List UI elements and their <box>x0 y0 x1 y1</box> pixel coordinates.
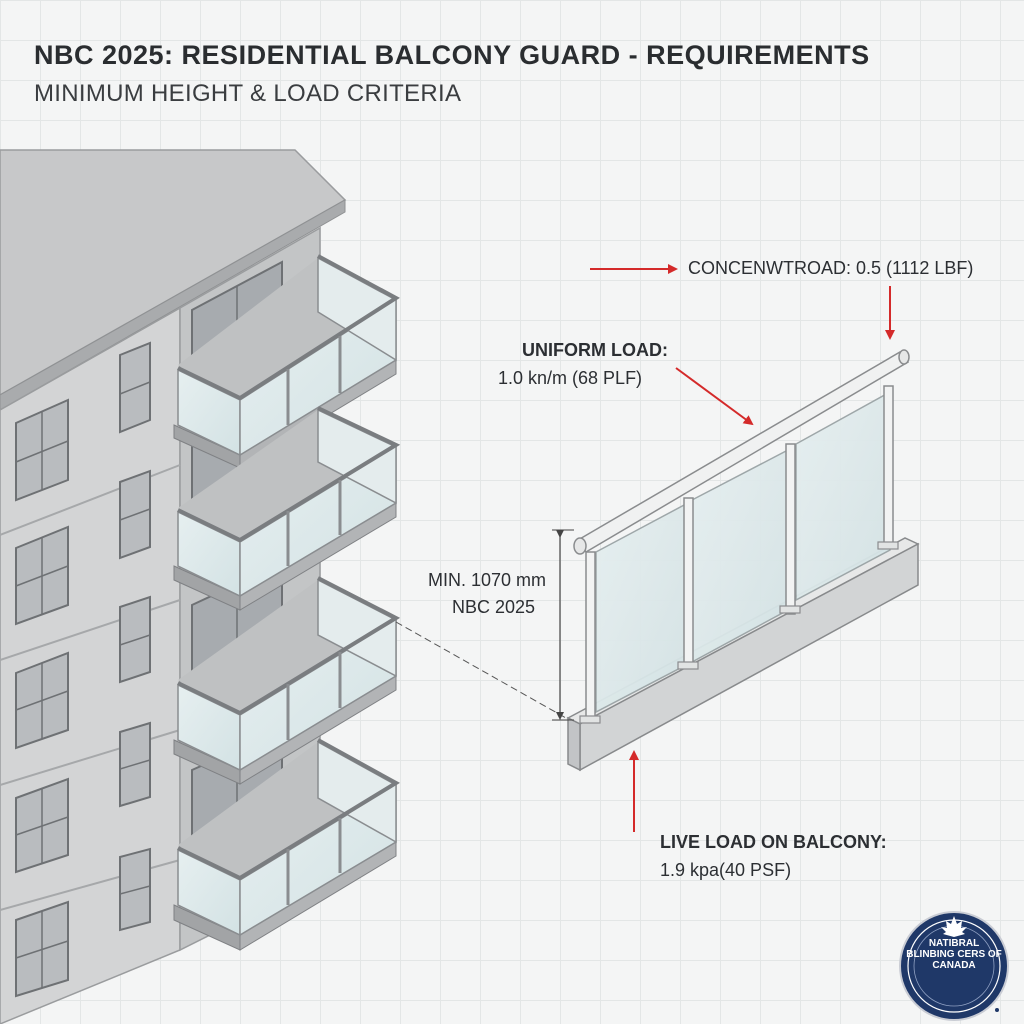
detail-leader-line <box>395 621 567 719</box>
page-subtitle: MINIMUM HEIGHT & LOAD CRITERIA <box>34 80 462 107</box>
building-balconies <box>173 254 401 951</box>
guard-detail <box>566 349 920 772</box>
page-title: NBC 2025: RESIDENTIAL BALCONY GUARD - RE… <box>34 40 870 70</box>
maple-leaf-icon <box>941 916 967 937</box>
min-height-label: MIN. 1070 mm <box>428 570 547 590</box>
building-code-seal <box>899 911 1009 1021</box>
height-dimension <box>552 529 574 721</box>
live-load-value: 1.9 kpa(40 PSF) <box>660 860 792 880</box>
seal-text: NATIBRAL BLINBING CERS OF CANADA <box>906 938 1002 971</box>
live-load-heading: LIVE LOAD ON BALCONY: <box>660 832 887 852</box>
uniform-load-arrow <box>675 367 754 426</box>
code-reference-label: NBC 2025 <box>452 597 536 617</box>
concentrated-load-label: CONCENWTROAD: 0.5 (1112 LBF) <box>688 258 974 278</box>
uniform-load-heading: UNIFORM LOAD: <box>522 340 668 360</box>
building-illustration <box>0 149 401 1024</box>
load-arrows <box>590 264 895 832</box>
uniform-load-value: 1.0 kn/m (68 PLF) <box>498 368 643 388</box>
